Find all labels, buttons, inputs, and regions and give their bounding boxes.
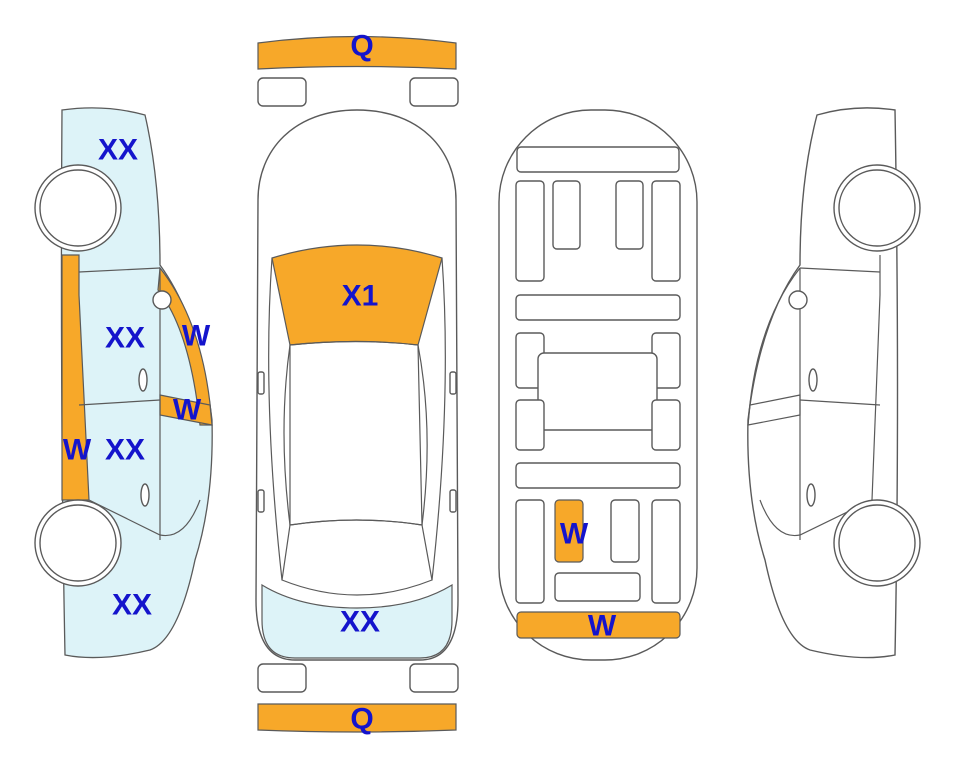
under-rear-label: W xyxy=(588,610,617,643)
right-handle-front xyxy=(808,368,818,392)
front-left-light xyxy=(257,77,307,107)
left-mirror xyxy=(152,290,172,310)
left-side-view: XX XX W W W XX XX xyxy=(34,107,213,659)
front-bumper-group: Q xyxy=(257,30,459,107)
top-right-side-line xyxy=(431,257,446,581)
under-rear-right-box xyxy=(610,499,640,563)
under-front-left-box xyxy=(552,180,581,250)
right-door-line-2 xyxy=(799,399,881,406)
under-front-right-rail xyxy=(651,180,681,282)
right-window-frame xyxy=(747,267,801,426)
top-right-mirror xyxy=(449,371,457,395)
top-view-rear-panel[interactable] xyxy=(261,583,453,659)
under-rear-damage[interactable] xyxy=(516,611,681,639)
front-bumper-label: Q xyxy=(350,30,373,63)
left-rear-wheel-inner xyxy=(39,504,117,582)
windshield-label: X1 xyxy=(342,280,379,313)
left-side-pillar[interactable] xyxy=(61,254,90,501)
top-rear-window xyxy=(281,519,433,596)
right-front-wheel-inner xyxy=(838,169,916,247)
left-front-wheel-inner xyxy=(39,169,117,247)
right-pillar-line xyxy=(871,255,881,501)
rear-bumper-label: Q xyxy=(350,703,373,736)
top-right-inner-line xyxy=(417,344,428,526)
under-cross-bar-1 xyxy=(515,294,681,321)
under-mid-right-b xyxy=(651,399,681,451)
side-front-door-label: XX xyxy=(105,322,145,355)
left-door-line-1 xyxy=(78,267,161,273)
rear-bumper-group: Q xyxy=(257,663,459,736)
side-top-label: XX xyxy=(98,134,138,167)
right-side-view xyxy=(747,107,921,659)
under-cross-bar-2 xyxy=(515,462,681,489)
under-mid-damage[interactable] xyxy=(554,499,584,563)
rear-right-light xyxy=(409,663,459,693)
front-bumper[interactable] xyxy=(257,35,457,70)
under-front-bar xyxy=(516,146,680,173)
under-mid-label: W xyxy=(560,518,589,551)
top-right-handle xyxy=(449,489,457,513)
left-handle-front xyxy=(138,368,148,392)
right-handle-rear xyxy=(806,483,816,507)
top-left-side-line xyxy=(268,257,283,581)
under-rear-left-rail xyxy=(515,499,545,604)
right-door-line-1 xyxy=(799,267,881,273)
under-rear-crossbar xyxy=(554,572,641,602)
underbody-view: W W xyxy=(498,109,698,661)
left-door-line-2 xyxy=(78,399,161,406)
side-vent-window-label: W xyxy=(173,394,202,427)
side-bottom-label: XX xyxy=(112,589,152,622)
under-center-tank xyxy=(537,352,658,431)
rear-top-label: XX xyxy=(340,606,380,639)
under-front-left-rail xyxy=(515,180,545,282)
left-window-frame[interactable] xyxy=(157,266,213,426)
top-left-handle xyxy=(257,489,265,513)
under-mid-left-b xyxy=(515,399,545,451)
side-pillar-left-label: W xyxy=(63,434,92,467)
front-right-light xyxy=(409,77,459,107)
right-rear-wheel-inner xyxy=(838,504,916,582)
rear-left-light xyxy=(257,663,307,693)
top-left-mirror xyxy=(257,371,265,395)
under-rear-right-rail xyxy=(651,499,681,604)
under-front-right-box xyxy=(615,180,644,250)
right-mirror xyxy=(788,290,808,310)
top-view: XX X1 xyxy=(255,109,459,661)
top-left-inner-line xyxy=(283,344,291,526)
side-rear-door-label: XX xyxy=(105,434,145,467)
rear-bumper[interactable] xyxy=(257,703,457,733)
left-handle-rear xyxy=(140,483,150,507)
side-window-frame-label: W xyxy=(182,320,211,353)
